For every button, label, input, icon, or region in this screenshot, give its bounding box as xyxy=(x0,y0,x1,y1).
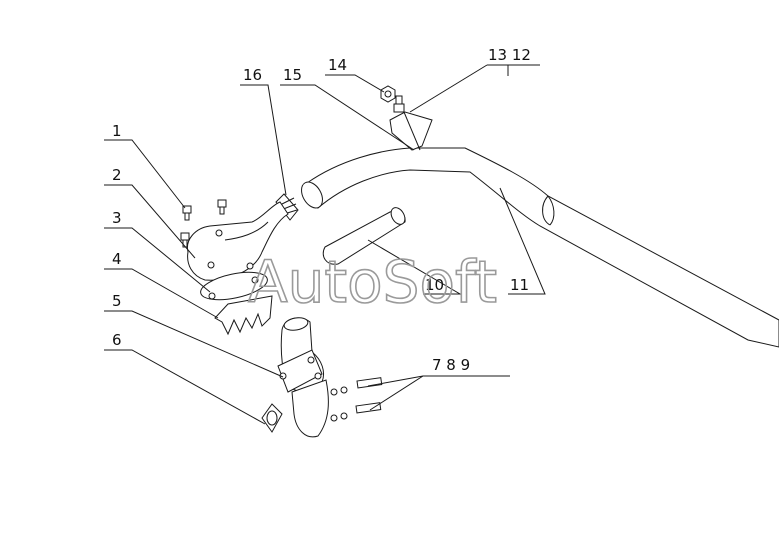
pipe-break-line xyxy=(542,195,551,226)
callout-10: 10 xyxy=(425,276,444,294)
callout-16: 16 xyxy=(243,66,262,84)
callout-4: 4 xyxy=(112,250,122,268)
long-pipe xyxy=(301,147,779,348)
leader-lines xyxy=(104,64,546,425)
callout-1: 1 xyxy=(112,122,122,140)
callout-labels: 1 2 3 4 5 6 7 8 9 10 11 13 12 14 15 16 xyxy=(112,46,531,374)
pipe-clamp xyxy=(389,95,433,151)
watermark-text: AutoSoft xyxy=(248,248,497,316)
callout-11: 11 xyxy=(510,276,529,294)
short-hose xyxy=(322,207,406,265)
callout-3: 3 xyxy=(112,209,122,227)
long-bolts xyxy=(355,377,383,414)
callout-5: 5 xyxy=(112,292,122,310)
callout-14: 14 xyxy=(328,56,347,74)
flange-base xyxy=(214,295,273,336)
callout-2: 2 xyxy=(112,166,122,184)
washers xyxy=(330,386,348,422)
small-bolts xyxy=(180,199,227,248)
callout-13-12: 13 12 xyxy=(488,46,531,64)
pipe-end-left xyxy=(301,181,323,209)
callout-15: 15 xyxy=(283,66,302,84)
callout-6: 6 xyxy=(112,331,122,349)
gasket xyxy=(200,271,268,301)
lower-elbow xyxy=(277,317,329,438)
upper-elbow xyxy=(186,201,289,281)
flange-plate xyxy=(261,403,283,433)
bolt-14 xyxy=(380,85,396,103)
callout-7-8-9: 7 8 9 xyxy=(432,356,470,374)
